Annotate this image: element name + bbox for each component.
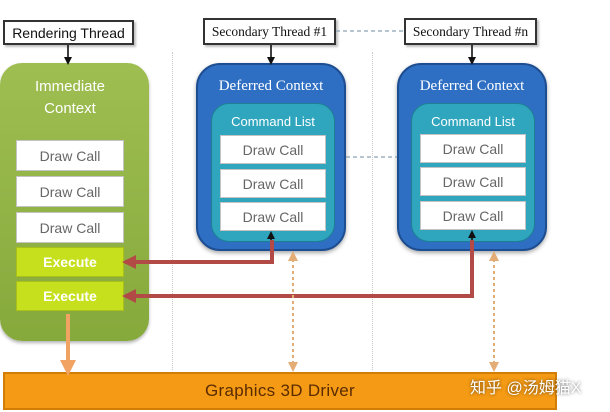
rendering-thread-label: Rendering Thread — [3, 20, 134, 45]
immediate-draw-call: Draw Call — [16, 140, 124, 171]
deferred-context-1-title: Deferred Context — [218, 78, 324, 94]
immediate-context-title-line1: Immediate — [34, 78, 106, 95]
command-list-n-title: Command List — [431, 114, 515, 129]
deferred-n-draw-call: Draw Call — [420, 134, 526, 163]
execute-block-1: Execute — [16, 247, 124, 277]
deferred-n-draw-call: Draw Call — [420, 167, 526, 196]
command-list-1-title: Command List — [231, 114, 315, 129]
execute-arrow-1 — [122, 240, 274, 269]
secondary-thread-1-label: Secondary Thread #1 — [203, 18, 336, 45]
deferred-1-draw-call: Draw Call — [220, 135, 326, 164]
deferred-1-draw-call: Draw Call — [220, 202, 326, 231]
immediate-draw-call: Draw Call — [16, 176, 124, 207]
deferred-1-draw-call: Draw Call — [220, 169, 326, 198]
immediate-draw-call: Draw Call — [16, 212, 124, 243]
deferred-n-draw-call: Draw Call — [420, 201, 526, 230]
deferred-context-n-title: Deferred Context — [419, 78, 525, 94]
graphics-3d-driver-bar: Graphics 3D Driver — [3, 372, 557, 410]
secondary-thread-n-label: Secondary Thread #n — [404, 18, 537, 45]
column-divider-2 — [372, 52, 373, 370]
immediate-context-title-line2: Context — [44, 100, 96, 117]
watermark-text: 知乎 @汤姆猫X — [470, 380, 582, 397]
execute-block-2: Execute — [16, 281, 124, 311]
execute-arrow-n — [122, 240, 474, 303]
column-divider-1 — [172, 52, 173, 370]
